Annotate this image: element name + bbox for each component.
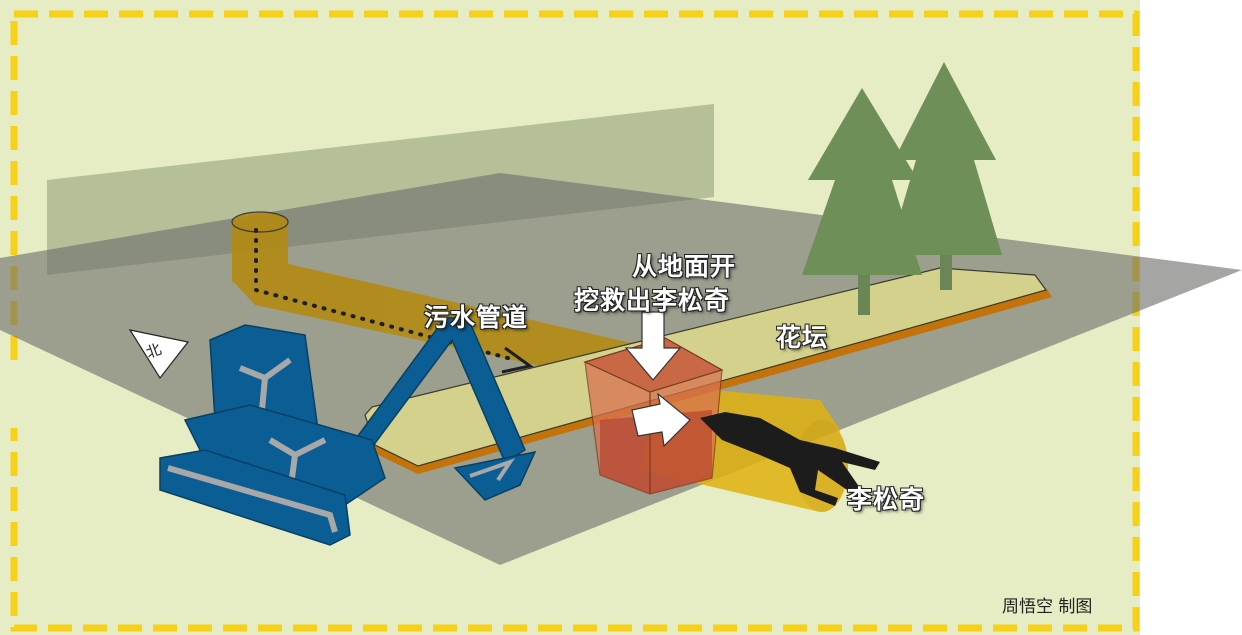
flower-bed-label: 花坛	[776, 323, 829, 352]
side-arrow-icon	[631, 392, 691, 448]
down-arrow-icon	[624, 311, 682, 381]
tree-icon	[802, 88, 922, 315]
excavator-icon	[159, 317, 537, 546]
person-label: 李松奇	[847, 485, 926, 514]
dig-label-line1: 从地面开	[632, 252, 737, 281]
dig-label-line2: 挖救出李松奇	[574, 286, 731, 315]
tree-icon	[888, 62, 1002, 290]
credit-text: 周悟空 制图	[1002, 597, 1093, 617]
sewer-pipe-label: 污水管道	[424, 303, 529, 332]
pipe-route-arrowhead	[501, 346, 534, 374]
person-silhouette-icon	[700, 412, 880, 506]
compass-north-icon	[128, 329, 190, 380]
pipe-route-dotted	[254, 228, 517, 362]
